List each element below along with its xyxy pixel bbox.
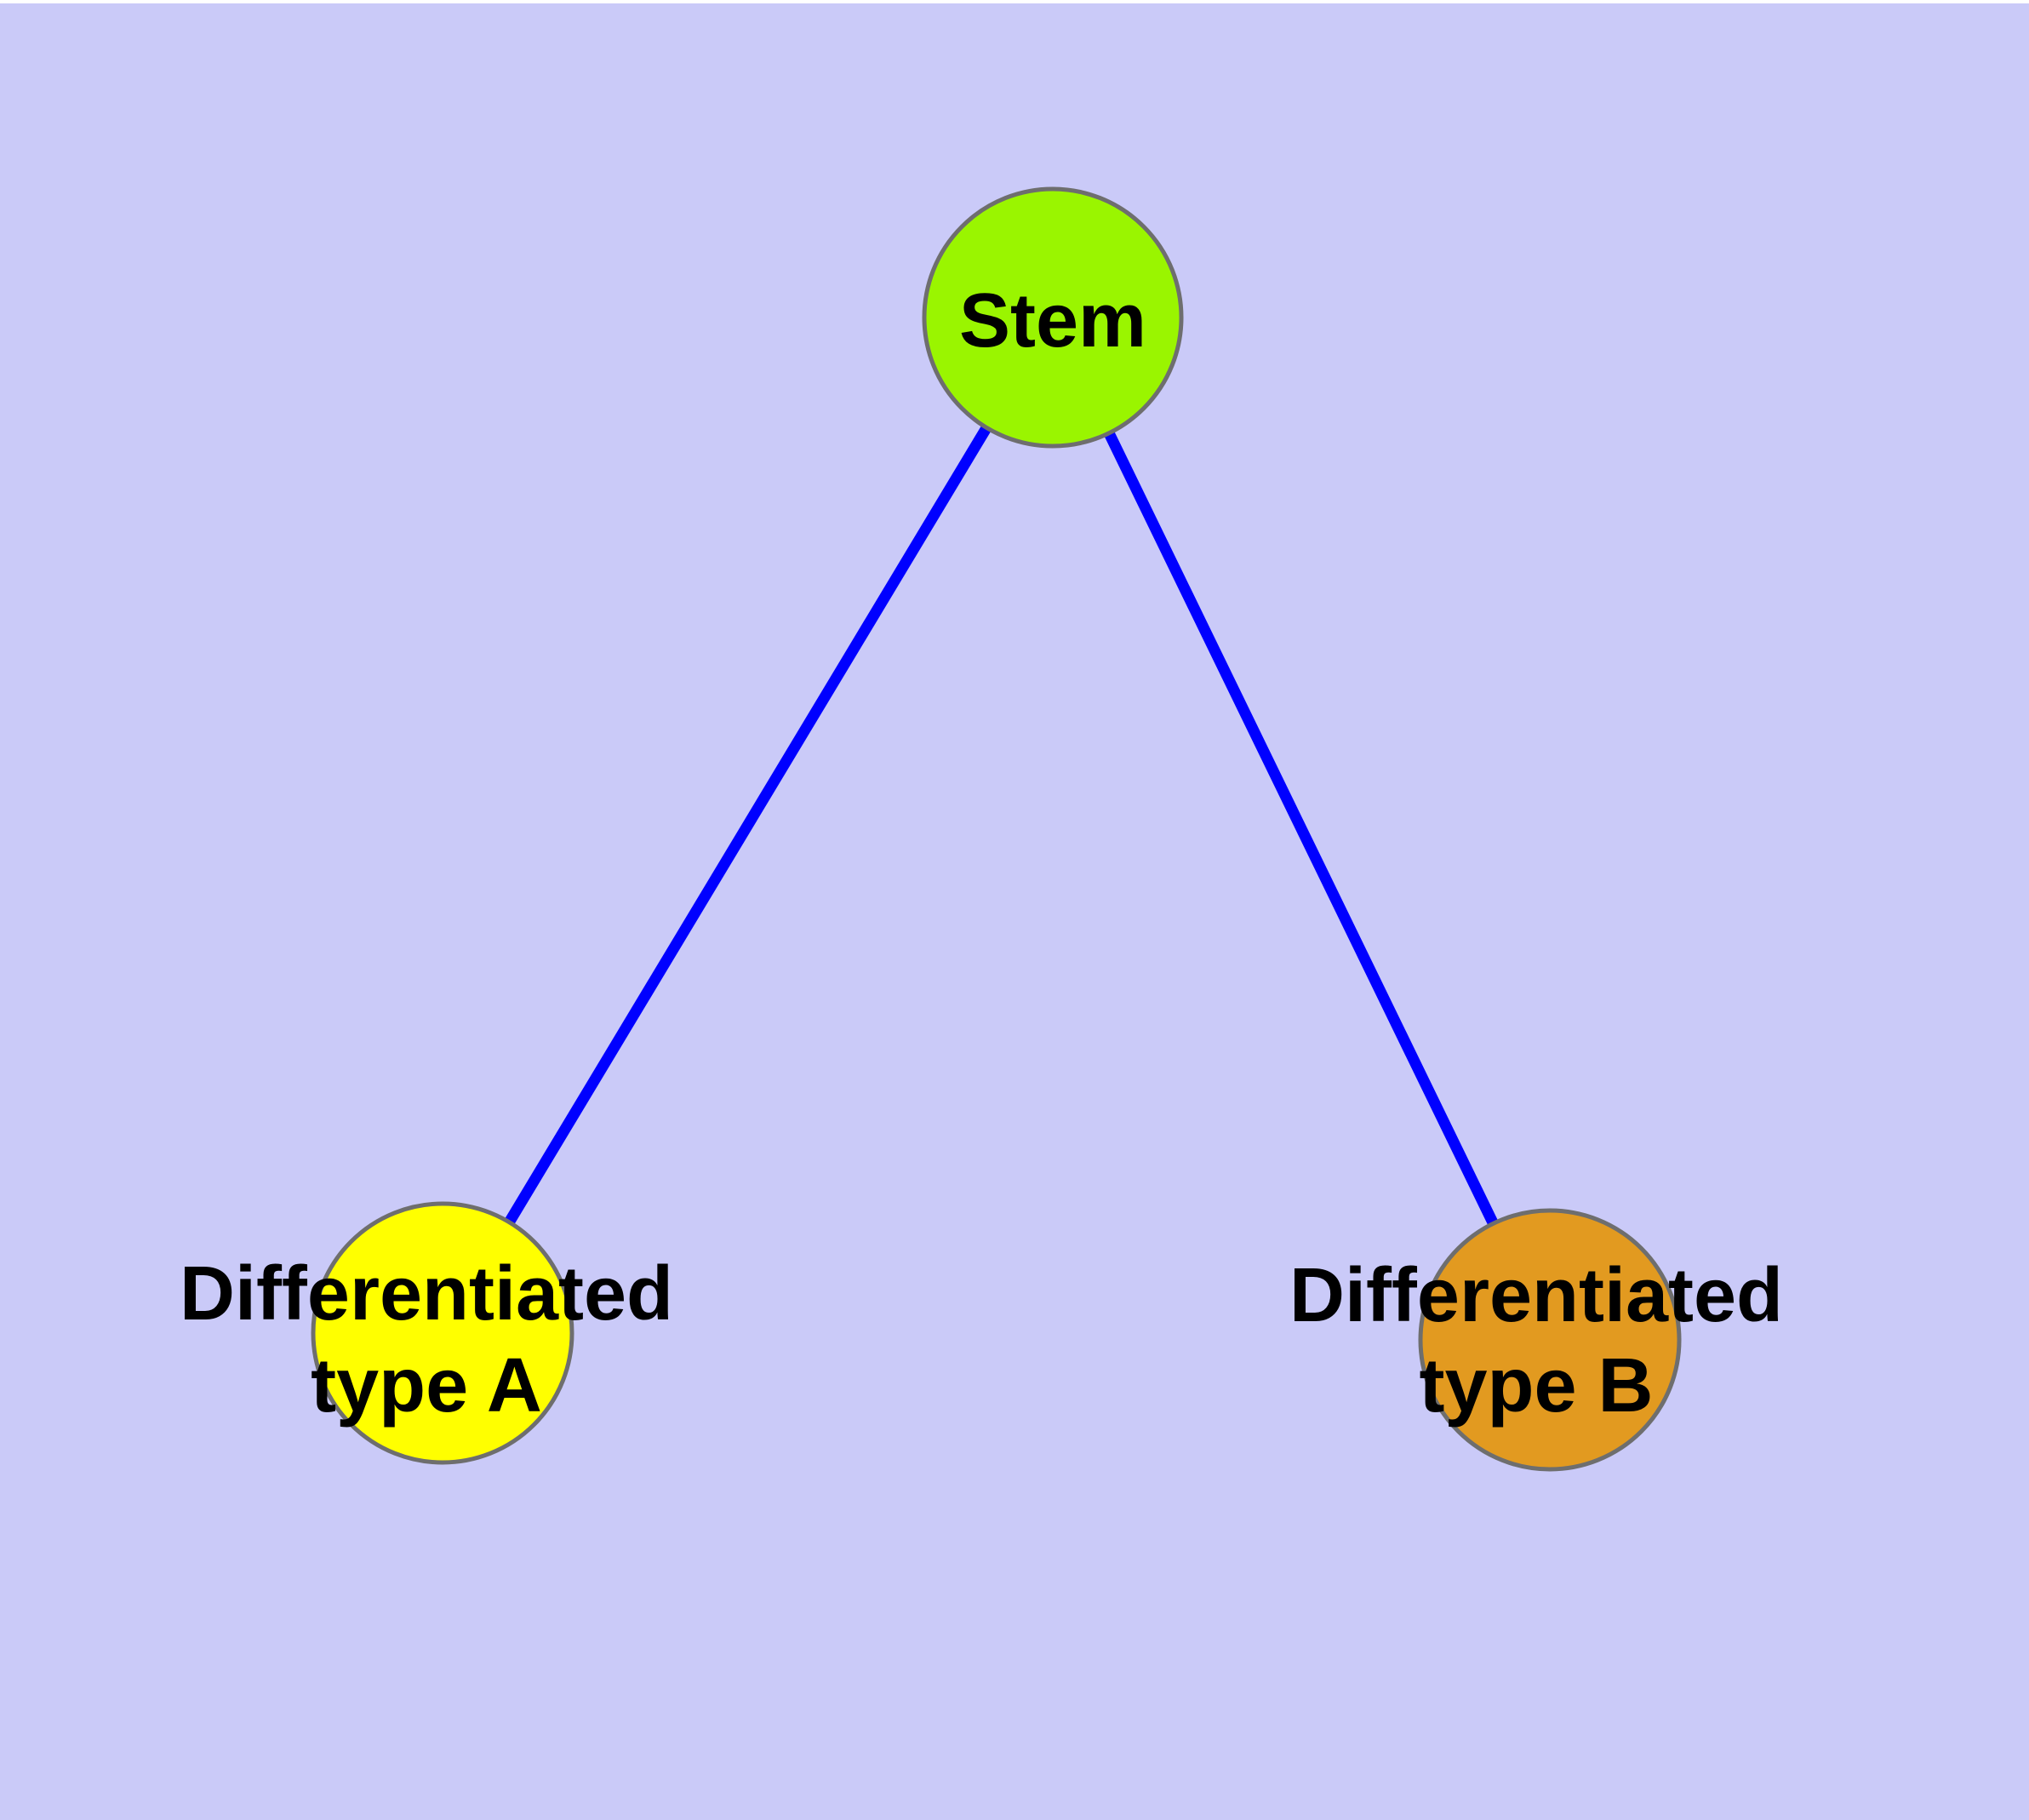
differentiated-type-b-label-line1: Differentiated (1289, 1253, 1783, 1338)
differentiated-type-a-node-circle (311, 1201, 574, 1465)
edge-stem-to-type-b (1048, 315, 1555, 1342)
stem-node-label: Stem (959, 278, 1146, 363)
top-edge-strip (0, 0, 2029, 3)
differentiated-type-b-node-circle (1418, 1208, 1682, 1472)
differentiated-type-a-label-line1: Differentiated (180, 1251, 673, 1336)
stem-node-circle (922, 186, 1184, 449)
edge-stem-to-type-a (437, 314, 1058, 1336)
differentiated-type-a-label-line2: type A (311, 1343, 542, 1428)
differentiated-type-b-label-line2: type B (1419, 1343, 1653, 1428)
